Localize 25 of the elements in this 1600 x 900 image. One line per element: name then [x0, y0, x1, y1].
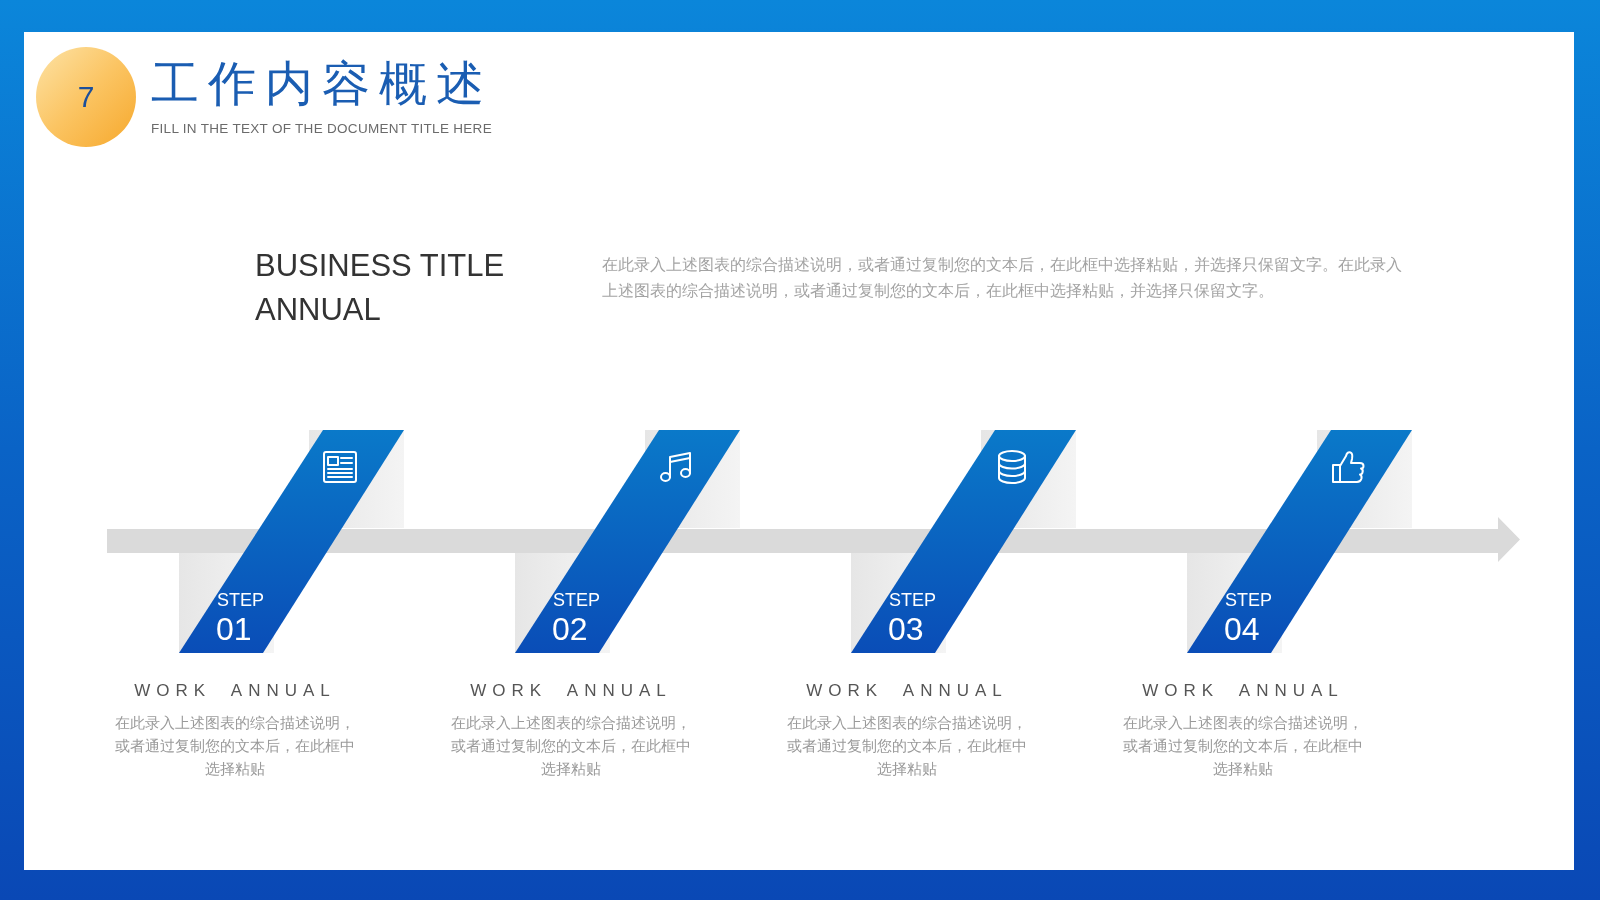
step-parallelogram — [851, 430, 1076, 653]
step-label: STEP — [889, 590, 936, 610]
step-label: STEP — [1225, 590, 1272, 610]
badge-number: 7 — [77, 80, 95, 114]
step-description: 在此录入上述图表的综合描述说明，或者通过复制您的文本后，在此框中选择粘贴 — [114, 714, 356, 779]
step-label: STEP — [217, 590, 264, 610]
step-description: 在此录入上述图表的综合描述说明，或者通过复制您的文本后，在此框中选择粘贴 — [450, 714, 692, 779]
step-heading: WORK ANNUAL — [133, 680, 337, 702]
subtitle: FILL IN THE TEXT OF THE DOCUMENT TITLE HERE — [151, 120, 492, 138]
step-number: 03 — [888, 611, 924, 647]
section-heading: BUSINESS TITLE ANNUAL — [255, 247, 505, 329]
step-heading: WORK ANNUAL — [805, 680, 1009, 702]
page-title: 工作内容概述 — [151, 56, 493, 112]
description-text: 在此录入上述图表的综合描述说明，或者通过复制您的文本后，在此框中选择粘贴，并选择只保留文字。在此录入上述图表的综合描述说明，或者通过复制您的文本后，在此框中选择粘贴，并选择只保留文字。 — [602, 255, 1402, 301]
step-parallelogram — [1187, 430, 1412, 653]
step-description: 在此录入上述图表的综合描述说明，或者通过复制您的文本后，在此框中选择粘贴 — [786, 714, 1028, 779]
step-parallelogram — [179, 430, 404, 653]
step-parallelogram — [515, 430, 740, 653]
step-number: 04 — [1224, 611, 1260, 647]
step-heading: WORK ANNUAL — [1141, 680, 1345, 702]
step-heading: WORK ANNUAL — [469, 680, 673, 702]
step-label: STEP — [553, 590, 600, 610]
step-description: 在此录入上述图表的综合描述说明，或者通过复制您的文本后，在此框中选择粘贴 — [1122, 714, 1364, 779]
step-number: 02 — [552, 611, 588, 647]
step-number: 01 — [216, 611, 252, 647]
